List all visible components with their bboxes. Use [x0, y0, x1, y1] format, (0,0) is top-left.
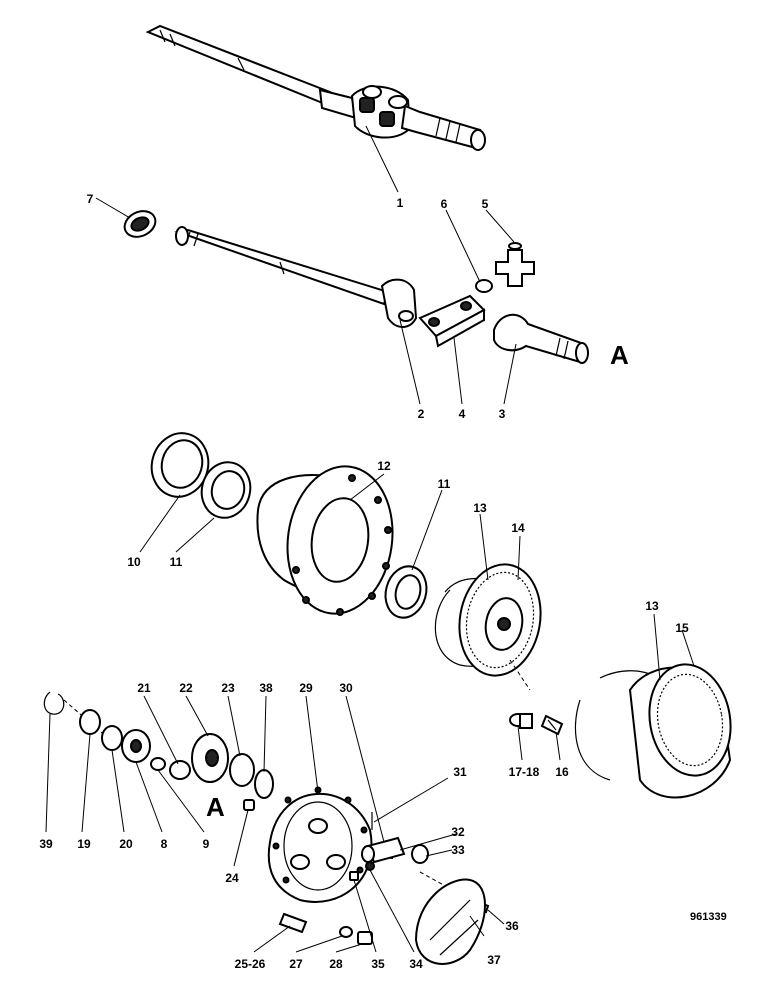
stub-shaft-3: [493, 314, 589, 364]
callout-11-right: 11: [438, 477, 451, 491]
callout-35: 35: [371, 957, 385, 971]
section-marker-a-upper: A: [610, 340, 629, 370]
callout-38: 38: [259, 681, 273, 695]
callout-27: 27: [289, 957, 303, 971]
leader-lines: [45, 125, 695, 953]
bearing-cone-11-right: [384, 565, 428, 619]
planet-carrier-29: [267, 786, 373, 903]
spider-5: [495, 242, 535, 287]
stud-25-26: [278, 912, 308, 934]
cover-plate-37: [414, 878, 486, 965]
callout-30: 30: [339, 681, 353, 695]
callout-21: 21: [137, 681, 151, 695]
washer-27: [339, 926, 353, 938]
drive-shaft-lower: [174, 226, 418, 328]
callout-22: 22: [179, 681, 193, 695]
ring-6: [475, 279, 493, 293]
callout-15: 15: [675, 621, 689, 635]
seal-7: [123, 210, 157, 238]
callout-1: 1: [397, 196, 404, 210]
bearing-cone-11-left: [200, 461, 252, 519]
callout-labels: 1 7 6 5 2 4 3 12 11 10 11 13 14 13 15 21…: [39, 192, 689, 971]
callout-33: 33: [451, 843, 465, 857]
callout-34: 34: [409, 957, 423, 971]
callout-12: 12: [377, 459, 391, 473]
callout-16: 16: [555, 765, 569, 779]
callout-25-26: 25-26: [235, 957, 266, 971]
circlip-39: [43, 691, 65, 715]
washer-38: [254, 769, 274, 799]
washer-21: [169, 760, 191, 780]
plug-35: [349, 871, 359, 881]
callout-10: 10: [127, 555, 141, 569]
washer-9: [150, 757, 166, 771]
callout-13-upper: 13: [473, 501, 487, 515]
coupling-4: [418, 294, 486, 348]
plug-34: [365, 861, 375, 871]
bolt-16-and-bush-17-18: [509, 713, 564, 736]
callout-19: 19: [77, 837, 91, 851]
ring-gear-15: [628, 663, 732, 799]
callout-31: 31: [453, 765, 467, 779]
callout-5: 5: [482, 197, 489, 211]
drive-shaft-assembly-upper: [145, 24, 486, 151]
callout-9: 9: [203, 837, 210, 851]
callout-29: 29: [299, 681, 313, 695]
callout-13-lower: 13: [645, 599, 659, 613]
callout-32: 32: [451, 825, 465, 839]
ring-gear-carrier-14: [458, 563, 542, 677]
callout-37: 37: [487, 953, 501, 967]
thrust-washer-19: [79, 709, 101, 735]
callout-17-18: 17-18: [509, 765, 540, 779]
section-marker-a-lower: A: [206, 792, 225, 822]
nut-28: [357, 931, 373, 945]
callout-28: 28: [329, 957, 343, 971]
pinion-23: [229, 753, 255, 787]
wheel-hub-12: [256, 465, 394, 616]
planet-gear-8: [121, 729, 151, 763]
callout-6: 6: [441, 197, 448, 211]
callout-23: 23: [221, 681, 235, 695]
o-ring-33: [411, 844, 429, 864]
planet-shaft-32: [361, 836, 406, 864]
callout-8: 8: [161, 837, 168, 851]
callout-24: 24: [225, 871, 239, 885]
callout-36: 36: [505, 919, 519, 933]
drawing-reference-number: 961339: [690, 911, 727, 923]
callout-39: 39: [39, 837, 53, 851]
callout-4: 4: [459, 407, 466, 421]
bearing-cup-10: [150, 432, 210, 498]
callout-3: 3: [499, 407, 506, 421]
callout-14: 14: [511, 521, 525, 535]
needle-bearing-20: [101, 725, 123, 751]
callout-7: 7: [87, 192, 94, 206]
plug-24: [243, 799, 255, 811]
gear-22: [191, 733, 229, 783]
callout-11-left: 11: [170, 555, 183, 569]
callout-20: 20: [119, 837, 133, 851]
callout-2: 2: [418, 407, 425, 421]
